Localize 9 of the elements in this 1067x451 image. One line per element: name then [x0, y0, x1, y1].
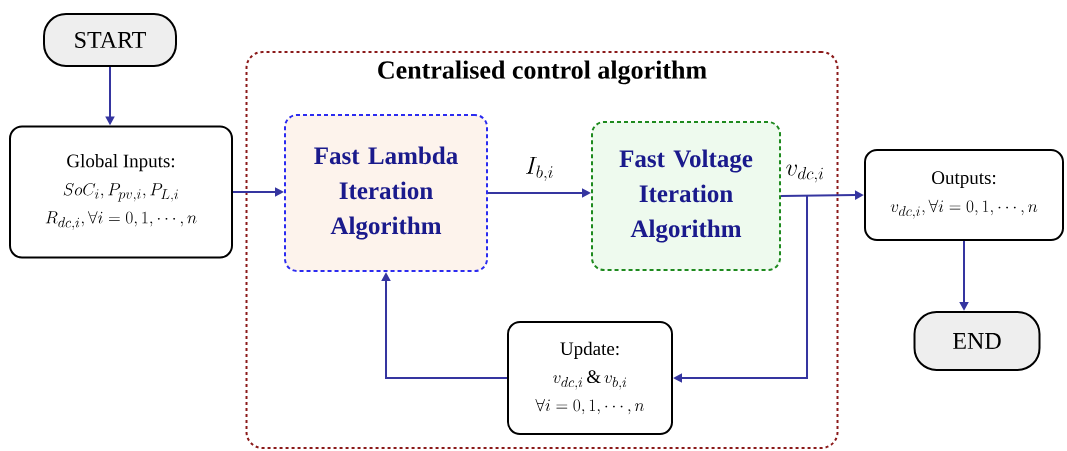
edge-label: $v_{dc,i}$	[786, 164, 823, 183]
terminal-box: END	[913, 311, 1041, 371]
process-box: Fast Voltage Iteration Algorithm	[591, 121, 781, 271]
terminal-box: START	[43, 13, 177, 67]
process-box: Update: $v_{dc,i} \,\&\, v_{b,i}$ $\forall i = 0,1,\cdots,n$	[507, 321, 673, 435]
process-box: Fast Lambda Iteration Algorithm	[284, 114, 488, 272]
edge-label: $I_{b,i}$	[526, 156, 553, 181]
process-box: Outputs: $v_{dc,i}, \forall i = 0,1,\cdots,n$	[864, 149, 1064, 241]
process-box: Global Inputs: $SoC_i, P_{pv,i}, P_{L,i}$ $R_{dc,i}, \forall i = 0,1,\cdots,n$	[9, 125, 233, 259]
